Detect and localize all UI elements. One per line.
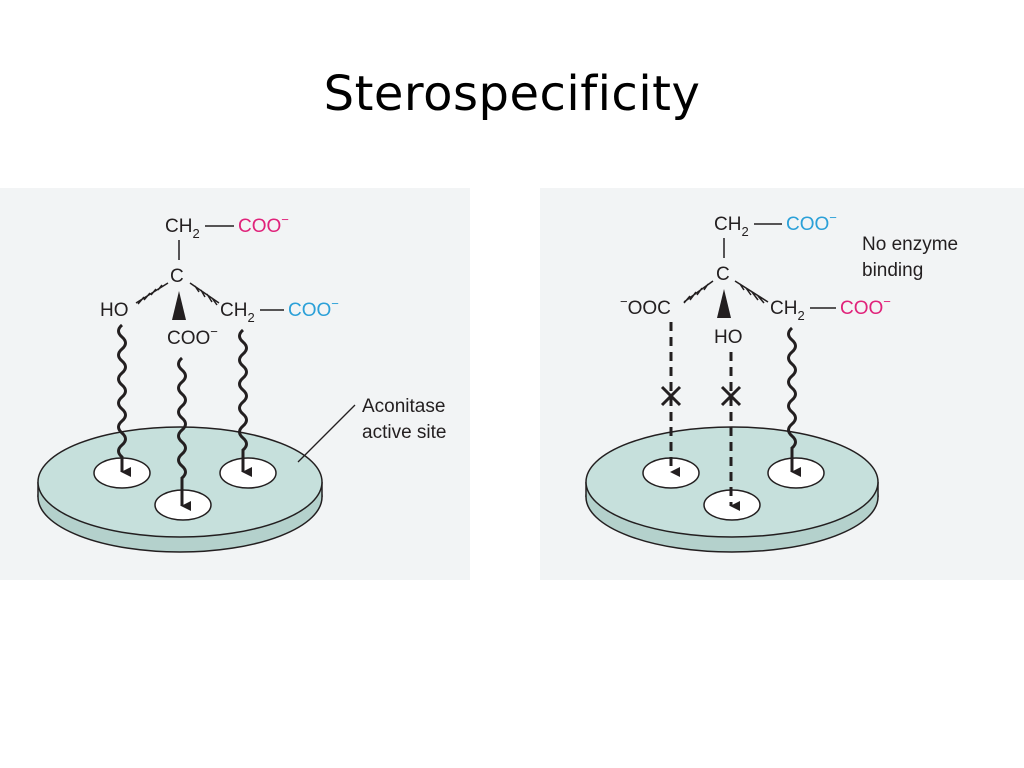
callout-label: active site: [362, 422, 446, 443]
svg-text:HO: HO: [714, 327, 743, 348]
svg-text:C: C: [716, 264, 730, 285]
svg-text:COO−: COO−: [840, 294, 891, 319]
right-citrate-molecule: CH2 COO− C −OOC HO CH2 COO−: [620, 210, 891, 348]
callout-label: Aconitase: [362, 396, 445, 417]
svg-text:C: C: [170, 266, 184, 287]
left-citrate-molecule: CH2 COO− C HO CH2 COO− COO−: [100, 212, 339, 349]
hashed-wedge-bond: [135, 282, 169, 305]
no-binding-note: No enzyme: [862, 234, 958, 255]
hashed-wedge-bond: [734, 280, 769, 304]
left-active-site-disk: [37, 426, 323, 553]
binding-interaction-arrow: [177, 356, 191, 511]
no-binding-note: binding: [862, 260, 923, 281]
slide-title: Sterospecificity: [323, 66, 701, 122]
binding-pocket: [767, 457, 825, 489]
svg-text:COO−: COO−: [786, 210, 837, 235]
svg-text:CH2: CH2: [165, 216, 200, 241]
binding-pocket: [219, 457, 277, 489]
binding-interaction-arrow: [238, 328, 252, 477]
no-binding-x-mark: [720, 385, 742, 407]
svg-text:COO−: COO−: [288, 296, 339, 321]
svg-text:HO: HO: [100, 300, 129, 321]
hashed-wedge-bond: [683, 280, 714, 304]
svg-text:CH2: CH2: [220, 300, 255, 325]
solid-wedge-bond: [172, 291, 186, 320]
svg-text:−OOC: −OOC: [620, 294, 671, 319]
no-binding-x-mark: [660, 385, 682, 407]
callout-leader-line: [297, 404, 356, 463]
right-active-site-disk: [585, 426, 879, 553]
binding-interaction-arrow: [117, 323, 131, 477]
svg-text:COO−: COO−: [167, 324, 218, 349]
binding-interaction-arrow: [787, 326, 801, 477]
solid-wedge-bond: [717, 289, 731, 318]
hashed-wedge-bond: [189, 282, 220, 306]
svg-text:CH2: CH2: [770, 298, 805, 323]
svg-text:COO−: COO−: [238, 212, 289, 237]
svg-text:CH2: CH2: [714, 214, 749, 239]
